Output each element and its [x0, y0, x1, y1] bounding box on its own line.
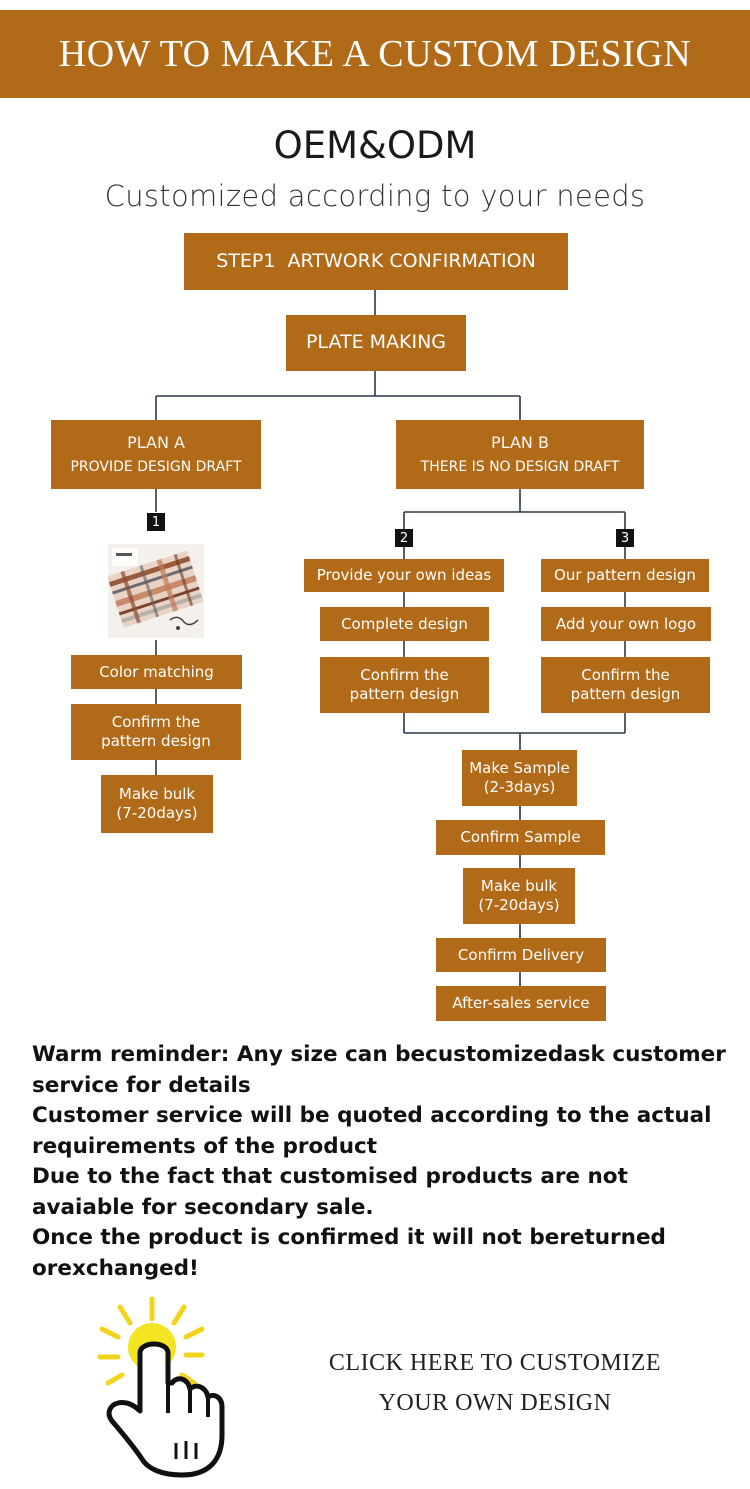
plan-a-step-label: Make bulk (7-20days)	[116, 785, 198, 822]
badge-1: 1	[147, 513, 165, 531]
b2-step-provide-ideas: Provide your own ideas	[304, 559, 504, 592]
b2-step-complete-design: Complete design	[320, 607, 489, 641]
b3-step-label: Our pattern design	[554, 566, 696, 585]
b3-step-add-logo: Add your own logo	[541, 607, 711, 641]
plate-making-box: PLATE MAKING	[286, 315, 466, 371]
plan-a-label: PLAN A	[127, 432, 185, 452]
b3-step-confirm-pattern: Confirm the pattern design	[541, 657, 710, 713]
b2-step-label: Complete design	[341, 614, 468, 633]
final-step-label: Make bulk (7-20days)	[478, 877, 560, 914]
scarf-photo	[108, 544, 204, 638]
b2-step-label: Confirm the pattern design	[349, 666, 460, 703]
final-step-confirm-sample: Confirm Sample	[436, 820, 605, 855]
b3-step-our-pattern: Our pattern design	[541, 559, 709, 592]
final-step-label: Make Sample (2-3days)	[469, 759, 570, 796]
final-step-label: Confirm Delivery	[457, 945, 585, 964]
banner-title: HOW TO MAKE A CUSTOM DESIGN	[58, 33, 692, 75]
cta-line-2[interactable]: YOUR OWN DESIGN	[378, 1390, 612, 1416]
badge-2: 2	[395, 529, 413, 547]
final-step-make-sample: Make Sample (2-3days)	[462, 750, 577, 806]
plan-a-step-confirm-pattern: Confirm the pattern design	[71, 704, 241, 760]
reminder-line: Customer service will be quoted accordin…	[32, 1103, 712, 1159]
warm-reminder: Warm reminder: Any size can becustomized…	[32, 1040, 732, 1284]
final-step-confirm-delivery: Confirm Delivery	[436, 938, 606, 972]
final-step-after-sales: After-sales service	[436, 986, 606, 1021]
final-step-label: After-sales service	[452, 994, 590, 1013]
b2-step-label: Provide your own ideas	[316, 566, 492, 585]
plan-b-desc: THERE IS NO DESIGN DRAFT	[420, 458, 620, 475]
reminder-line: Warm reminder: Any size can becustomized…	[32, 1042, 726, 1098]
step1-box: STEP1 ARTWORK CONFIRMATION	[184, 233, 568, 290]
reminder-line: Due to the fact that customised products…	[32, 1164, 628, 1220]
plan-a-step-label: Color matching	[99, 662, 214, 681]
plan-a-step-color-matching: Color matching	[71, 655, 242, 689]
plan-a-desc: PROVIDE DESIGN DRAFT	[70, 458, 242, 475]
b2-step-confirm-pattern: Confirm the pattern design	[320, 657, 489, 713]
plate-making-label: PLATE MAKING	[305, 331, 447, 354]
page-subtitle: Customized according to your needs	[104, 179, 646, 213]
final-step-label: Confirm Sample	[460, 828, 581, 847]
b3-step-label: Confirm the pattern design	[570, 666, 681, 703]
b3-step-label: Add your own logo	[555, 614, 697, 633]
plan-a-step-make-bulk: Make bulk (7-20days)	[101, 775, 213, 833]
page-heading: OEM&ODM	[273, 124, 477, 167]
plan-b-label: PLAN B	[491, 432, 549, 452]
flow-connectors	[155, 290, 626, 986]
title-banner: HOW TO MAKE A CUSTOM DESIGN	[0, 10, 750, 98]
cta-line-1[interactable]: CLICK HERE TO CUSTOMIZE	[328, 1350, 662, 1376]
pointing-hand-icon[interactable]	[90, 1295, 250, 1485]
step1-label: STEP1 ARTWORK CONFIRMATION	[216, 249, 536, 272]
badge-3: 3	[616, 529, 634, 547]
plan-b-box: PLAN B THERE IS NO DESIGN DRAFT	[396, 420, 644, 489]
plan-a-box: PLAN A PROVIDE DESIGN DRAFT	[51, 420, 261, 489]
reminder-line: Once the product is confirmed it will no…	[32, 1225, 666, 1281]
plan-a-step-label: Confirm the pattern design	[101, 713, 211, 750]
final-step-make-bulk: Make bulk (7-20days)	[463, 868, 575, 924]
